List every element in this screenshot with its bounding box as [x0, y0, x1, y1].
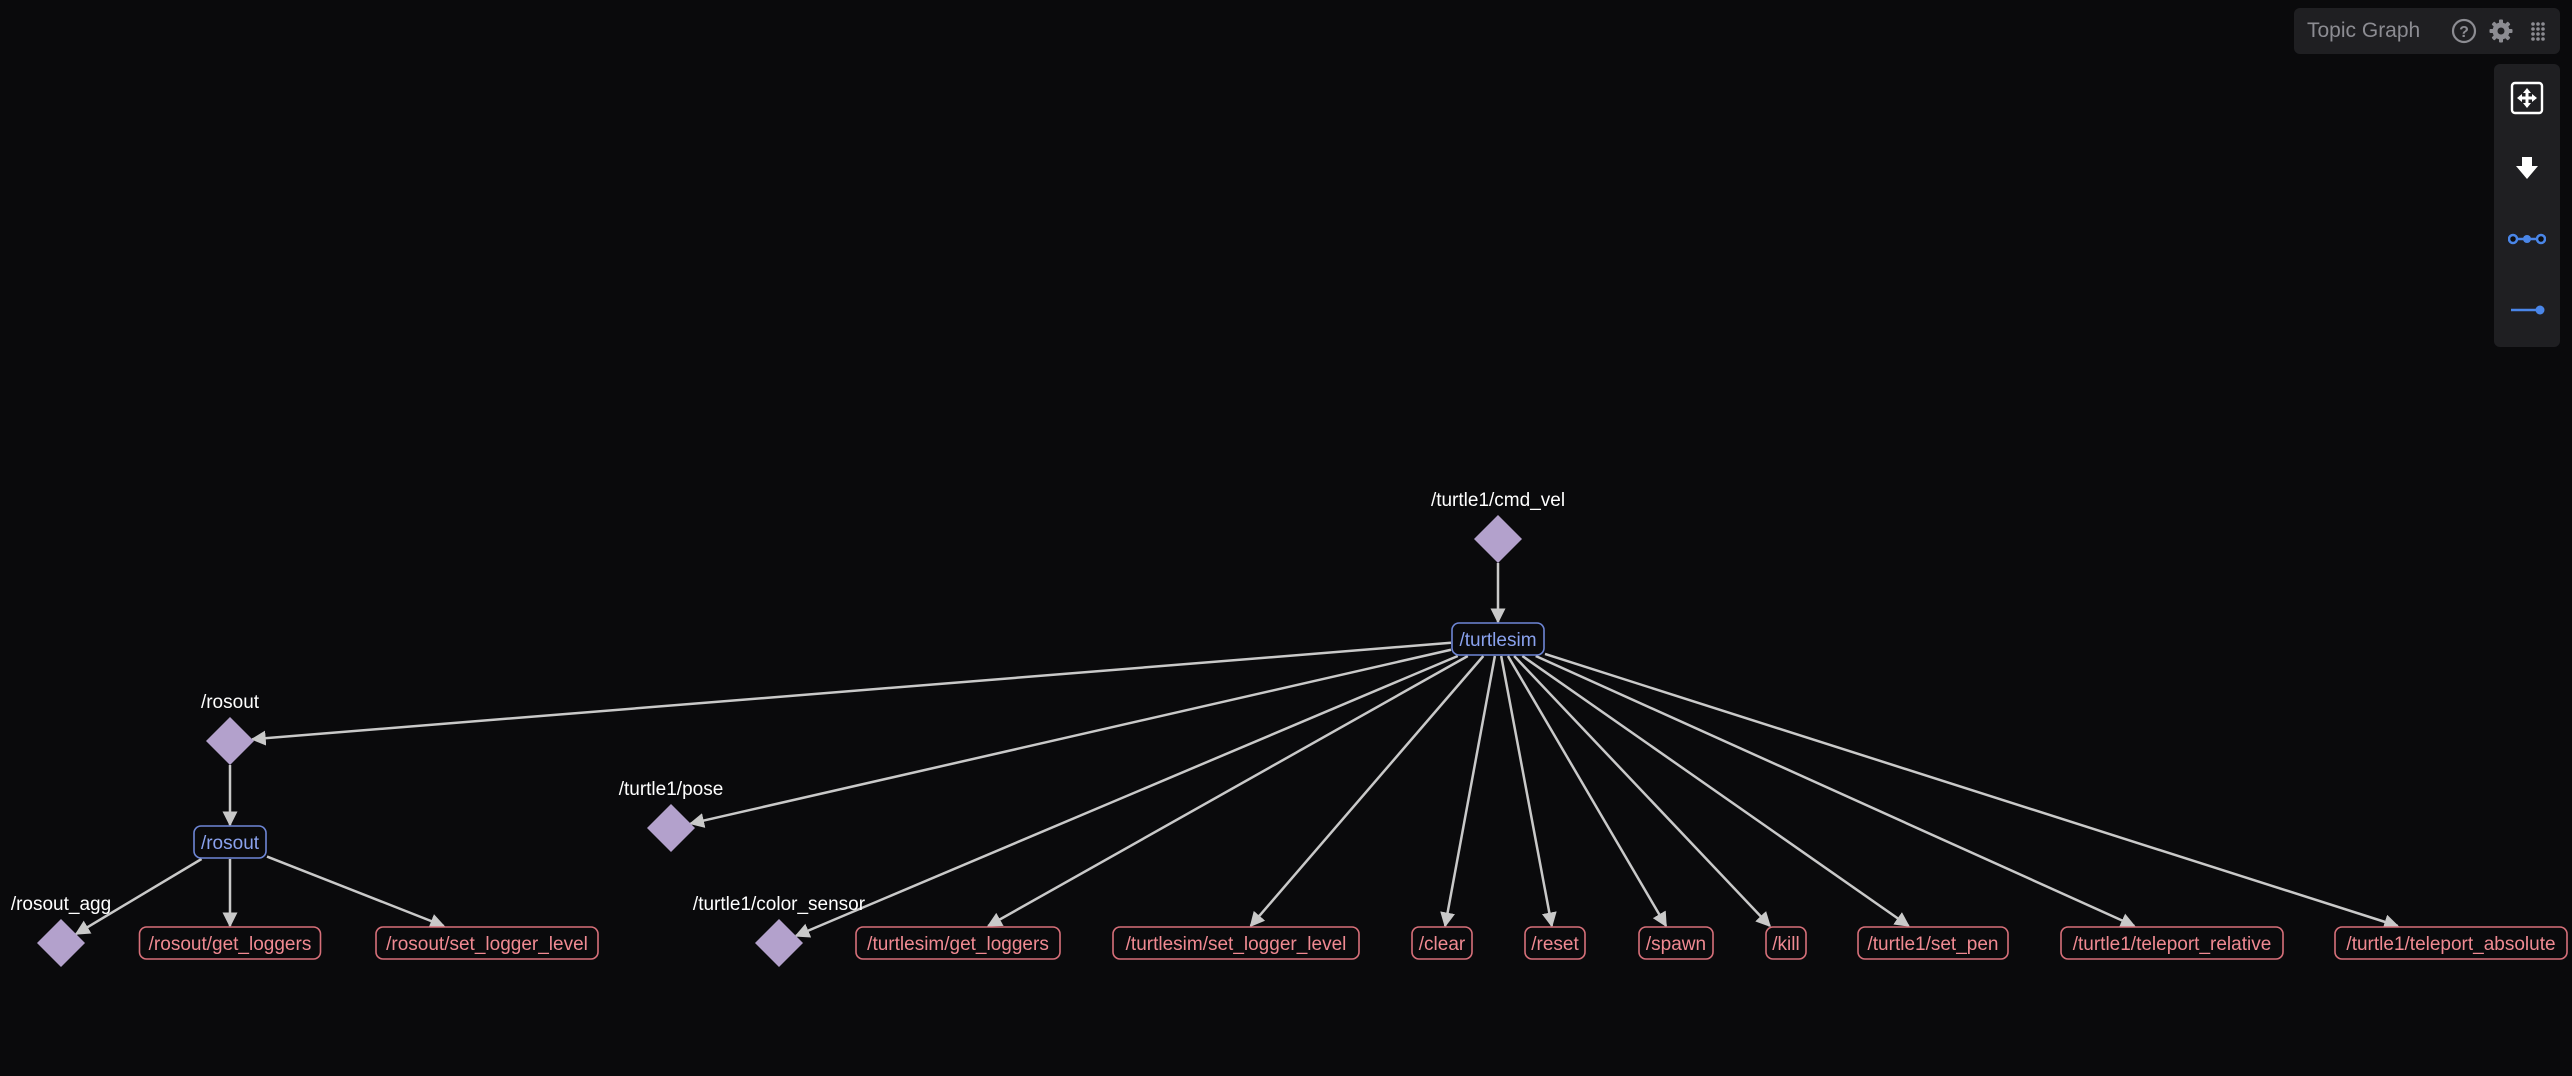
service-node-box[interactable]	[2334, 926, 2568, 960]
graph-edge	[794, 654, 1459, 938]
service-node-box[interactable]	[375, 926, 599, 960]
service-node-box[interactable]	[1857, 926, 2009, 960]
service-node-box[interactable]	[1411, 926, 1473, 960]
topic-label: /turtle1/color_sensor	[693, 894, 866, 915]
graph-title: Topic Graph	[2307, 19, 2421, 42]
graph-edge	[1535, 654, 2136, 928]
grid-menu-icon[interactable]	[2523, 16, 2553, 46]
service-node[interactable]: /turtlesim/get_loggers	[855, 926, 1061, 960]
service-node-label: /reset	[1531, 934, 1579, 955]
edge-mode-both-icon[interactable]	[2507, 219, 2547, 259]
ros-node-box[interactable]	[193, 825, 267, 859]
edges-layer	[74, 563, 2400, 938]
graph-edge	[250, 641, 1452, 746]
graph-edge	[74, 857, 203, 936]
graph-edge	[689, 648, 1452, 828]
service-node[interactable]: /clear	[1411, 926, 1473, 960]
service-node-box[interactable]	[855, 926, 1061, 960]
topic-diamond[interactable]	[37, 919, 85, 967]
topic-diamond[interactable]	[206, 717, 254, 765]
edge-mode-single-icon[interactable]	[2507, 290, 2547, 330]
graph-edge	[1506, 655, 1668, 928]
topic-label: /turtle1/cmd_vel	[1431, 490, 1565, 511]
service-node[interactable]: /rosout/get_loggers	[138, 926, 322, 960]
service-node-label: /rosout/set_logger_level	[386, 934, 588, 955]
graph-edge	[1499, 655, 1557, 928]
graph-edge	[986, 654, 1469, 928]
service-node-label: /spawn	[1646, 934, 1706, 955]
service-node-label: /turtle1/teleport_relative	[2073, 934, 2272, 955]
topic-node[interactable]: /rosout	[201, 692, 260, 765]
service-node-box[interactable]	[1765, 926, 1807, 960]
service-node-label: /kill	[1772, 934, 1799, 955]
service-node-box[interactable]	[2060, 926, 2284, 960]
graph-toolbar	[2494, 64, 2560, 347]
graph-edge	[266, 855, 446, 929]
graph-edge	[1513, 655, 1771, 928]
topic-label: /rosout_agg	[11, 894, 111, 915]
service-node[interactable]: /turtle1/set_pen	[1857, 926, 2009, 960]
service-node-box[interactable]	[138, 926, 322, 960]
graph-edge	[1521, 654, 1910, 928]
graph-edge	[1544, 652, 2400, 930]
topic-label: /turtle1/pose	[619, 779, 724, 800]
topic-node[interactable]: /turtle1/color_sensor	[693, 894, 866, 967]
topic-diamond[interactable]	[1474, 515, 1522, 563]
service-node-label: /rosout/get_loggers	[149, 934, 312, 955]
ros-node-label: /turtlesim	[1459, 630, 1536, 651]
svg-text:?: ?	[2459, 24, 2469, 41]
download-icon[interactable]	[2507, 148, 2547, 188]
nodes-layer: /turtle1/cmd_vel/rosout/turtle1/pose/ros…	[11, 490, 2568, 967]
topic-label: /rosout	[201, 692, 260, 713]
graph-edge	[1249, 655, 1485, 928]
graph-header-bar: Topic Graph ?	[2294, 8, 2560, 54]
service-node[interactable]: /turtle1/teleport_absolute	[2334, 926, 2568, 960]
service-node-box[interactable]	[1112, 926, 1360, 960]
service-node[interactable]: /spawn	[1638, 926, 1714, 960]
service-node-box[interactable]	[1638, 926, 1714, 960]
ros-node[interactable]: /turtlesim	[1451, 622, 1545, 656]
service-node-label: /turtlesim/get_loggers	[867, 934, 1049, 955]
topic-diamond[interactable]	[755, 919, 803, 967]
settings-icon[interactable]	[2486, 16, 2516, 46]
topic-node[interactable]: /rosout_agg	[11, 894, 111, 967]
service-node-label: /turtlesim/set_logger_level	[1126, 934, 1347, 955]
service-node-box[interactable]	[1524, 926, 1586, 960]
fit-view-icon[interactable]	[2507, 78, 2547, 118]
service-node[interactable]: /rosout/set_logger_level	[375, 926, 599, 960]
ros-node[interactable]: /rosout	[193, 825, 267, 859]
service-node[interactable]: /turtlesim/set_logger_level	[1112, 926, 1360, 960]
help-icon[interactable]: ?	[2449, 16, 2479, 46]
topic-node[interactable]: /turtle1/cmd_vel	[1431, 490, 1565, 563]
service-node[interactable]: /kill	[1765, 926, 1807, 960]
service-node[interactable]: /reset	[1524, 926, 1586, 960]
ros-node-box[interactable]	[1451, 622, 1545, 656]
service-node-label: /turtle1/set_pen	[1868, 934, 1999, 955]
service-node-label: /turtle1/teleport_absolute	[2346, 934, 2555, 955]
service-node-label: /clear	[1419, 934, 1466, 955]
topic-node[interactable]: /turtle1/pose	[619, 779, 724, 852]
graph-edge	[1440, 655, 1497, 928]
ros-node-label: /rosout	[201, 833, 260, 854]
service-node[interactable]: /turtle1/teleport_relative	[2060, 926, 2284, 960]
topic-diamond[interactable]	[647, 804, 695, 852]
